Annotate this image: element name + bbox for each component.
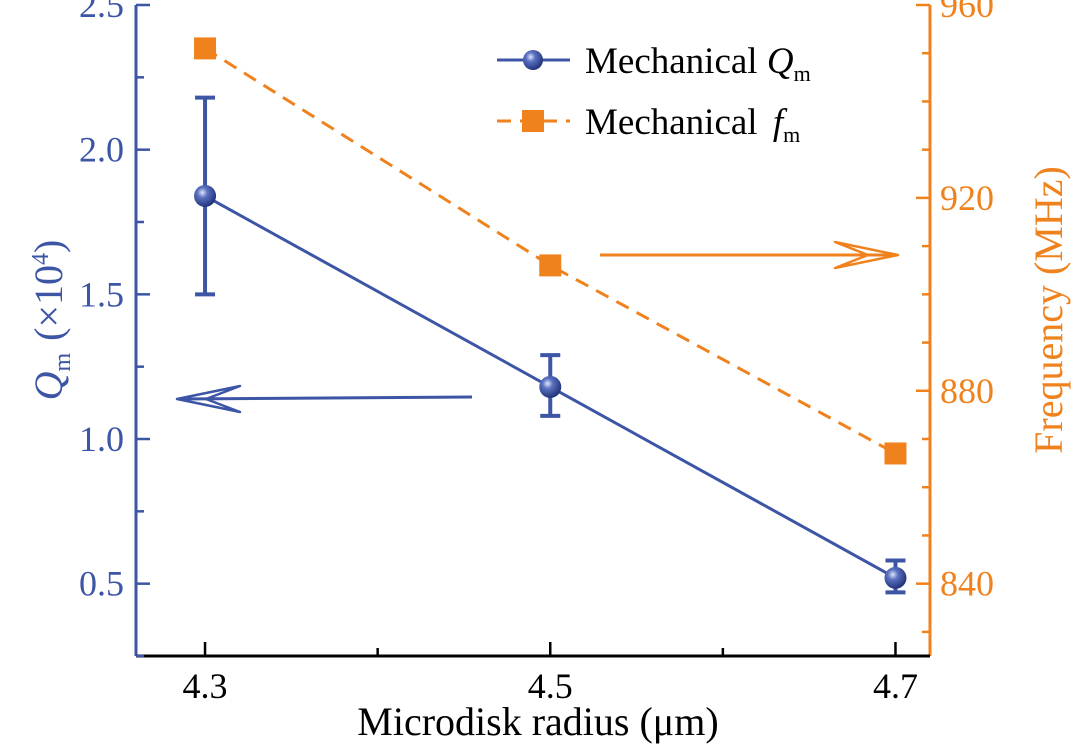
- left-tick-label: 1.0: [79, 419, 124, 459]
- legend-entry-f: Mechanical fm: [497, 102, 800, 147]
- fm-point: [539, 254, 562, 277]
- fm-point: [194, 37, 217, 60]
- left-axis-title-superscript: 4: [28, 253, 54, 265]
- right-tick-label: 920: [940, 178, 994, 218]
- plot-frame: [134, 5, 932, 658]
- legend-f-sub: m: [783, 122, 800, 147]
- arrow-left-annotation: [175, 384, 473, 414]
- qm-point: [884, 566, 907, 589]
- left-axis-title-symbol: Q: [26, 371, 71, 400]
- legend-f-text: Mechanical: [585, 102, 767, 143]
- left-tick-label: 1.5: [79, 274, 124, 314]
- left-tick-label: 2.5: [79, 0, 124, 25]
- bottom-tick-label: 4.3: [183, 666, 228, 706]
- x-axis-title: Microdisk radius (μm): [357, 699, 718, 744]
- right-axis-title: Frequency (MHz): [1026, 166, 1071, 454]
- qm-point: [194, 184, 217, 207]
- fm-point: [884, 442, 907, 465]
- legend-q-label: Mechanical Qm: [585, 41, 811, 86]
- legend: Mechanical Qm Mechanical fm: [497, 41, 811, 147]
- series-layer: [194, 37, 907, 595]
- left-axis-title-close: ): [26, 240, 71, 253]
- legend-q-symbol: Q: [767, 41, 794, 82]
- legend-f-marker: [522, 110, 544, 132]
- legend-q-text: Mechanical: [585, 41, 767, 82]
- left-axis-title-subscript: m: [50, 353, 76, 372]
- legend-q-sub: m: [794, 61, 811, 86]
- fm-line: [204, 47, 897, 455]
- right-tick-label: 960: [940, 0, 994, 25]
- right-tick-label: 840: [940, 564, 994, 604]
- left-axis-title: Qm (×104): [26, 240, 76, 401]
- bottom-tick-label: 4.5: [528, 666, 573, 706]
- right-tick-label: 880: [940, 371, 994, 411]
- arrow-right-annotation: [600, 240, 900, 270]
- left-tick-label: 0.5: [79, 564, 124, 604]
- bottom-tick-label: 4.7: [873, 666, 918, 706]
- legend-f-label: Mechanical fm: [585, 102, 800, 147]
- qm-point: [539, 375, 562, 398]
- legend-q-marker: [523, 50, 543, 70]
- left-tick-label: 2.0: [79, 130, 124, 170]
- left-axis-title-suffix: (×10: [26, 265, 71, 341]
- ticks-layer: 0.5 1.0 1.5 2.0 2.5 840 880 920 960 4.3 4.5 4.7: [79, 0, 994, 706]
- legend-entry-q: Mechanical Qm: [497, 41, 811, 86]
